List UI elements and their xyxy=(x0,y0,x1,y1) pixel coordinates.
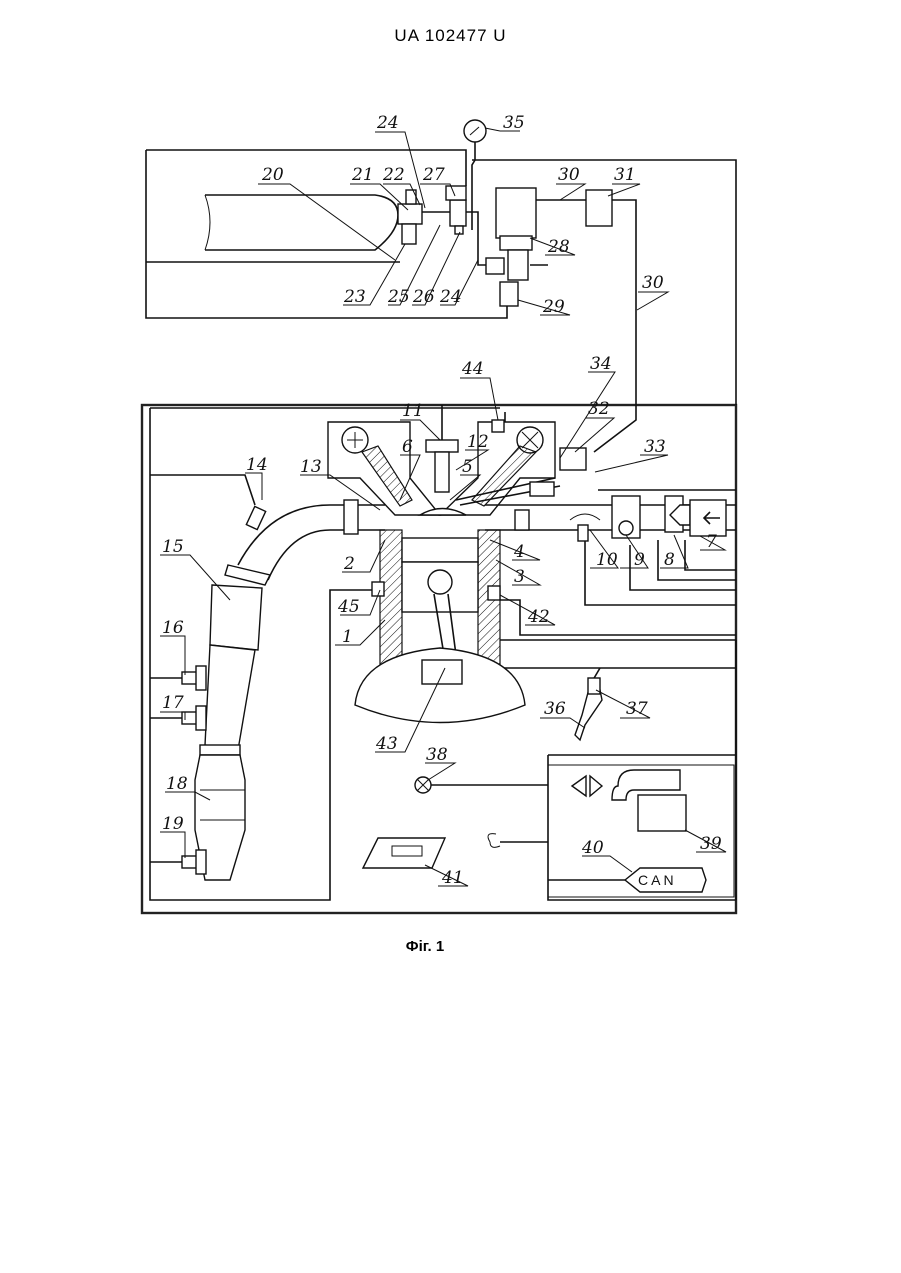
label-6: 6 xyxy=(402,437,413,457)
label-11: 11 xyxy=(402,401,424,421)
label-41: 41 xyxy=(441,868,464,888)
label-16: 16 xyxy=(162,618,184,638)
label-29: 29 xyxy=(542,297,565,317)
label-15: 15 xyxy=(162,537,184,557)
label-38: 38 xyxy=(426,745,448,765)
label-25: 25 xyxy=(387,287,410,307)
label-30-top: 30 xyxy=(558,165,580,185)
label-20: 20 xyxy=(261,165,284,185)
label-10: 10 xyxy=(596,550,618,570)
can-bus-label: CAN xyxy=(638,872,677,888)
label-35: 35 xyxy=(503,113,525,133)
label-43: 43 xyxy=(375,734,398,754)
label-24-bottom: 24 xyxy=(439,287,462,307)
label-18: 18 xyxy=(166,774,188,794)
label-26: 26 xyxy=(412,287,435,307)
label-44: 44 xyxy=(461,359,484,379)
gas-reducer-assembly xyxy=(464,120,636,452)
label-24-top: 24 xyxy=(376,113,399,133)
label-31: 31 xyxy=(614,165,636,185)
label-27: 27 xyxy=(422,165,445,185)
label-2: 2 xyxy=(343,554,355,574)
label-4: 4 xyxy=(513,542,525,562)
label-3: 3 xyxy=(514,567,525,587)
label-9: 9 xyxy=(634,550,645,570)
label-28: 28 xyxy=(547,237,570,257)
label-17: 17 xyxy=(162,693,184,713)
label-42: 42 xyxy=(527,607,550,627)
label-23: 23 xyxy=(343,287,366,307)
label-32: 32 xyxy=(588,399,610,419)
label-19: 19 xyxy=(162,814,184,834)
label-37: 37 xyxy=(626,699,648,719)
label-8: 8 xyxy=(664,550,675,570)
engine-cylinder xyxy=(355,509,525,723)
label-40: 40 xyxy=(581,838,604,858)
figure-caption: Фіг. 1 xyxy=(0,938,850,955)
label-33: 33 xyxy=(644,437,666,457)
label-7: 7 xyxy=(706,532,717,552)
label-22: 22 xyxy=(382,165,405,185)
label-36: 36 xyxy=(544,699,566,719)
cylinder-head xyxy=(328,405,586,515)
label-1: 1 xyxy=(342,627,353,647)
label-45: 45 xyxy=(337,597,360,617)
intake-tract xyxy=(485,496,736,541)
label-39: 39 xyxy=(700,834,722,854)
label-12: 12 xyxy=(467,432,489,452)
label-5: 5 xyxy=(462,457,473,477)
label-14: 14 xyxy=(246,455,268,475)
label-21: 21 xyxy=(351,165,374,185)
label-30-right: 30 xyxy=(642,273,664,293)
gas-cylinder xyxy=(205,186,486,265)
label-13: 13 xyxy=(300,457,322,477)
label-34: 34 xyxy=(590,354,612,374)
